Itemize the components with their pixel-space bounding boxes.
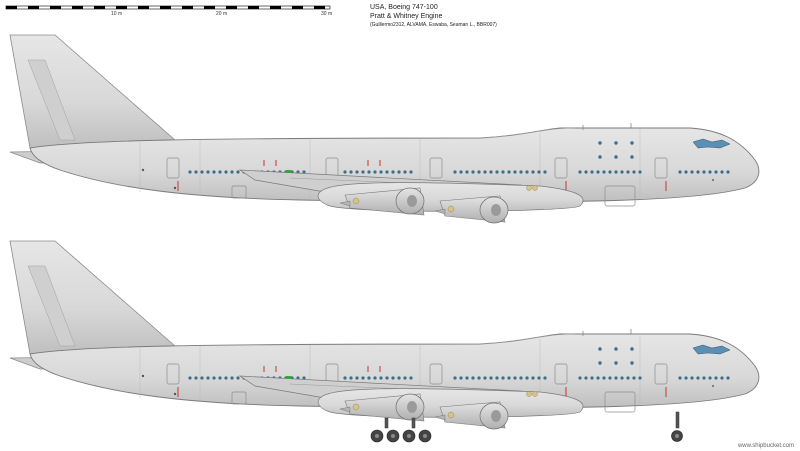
site-credit: www.shipbucket.com (737, 443, 794, 449)
scale-bar: 10 m 20 m 30 m (5, 5, 332, 17)
drawing-subtitle: Pratt & Whitney Engine (370, 12, 443, 20)
aircraft-side-view-gear-up (9, 34, 760, 224)
scale-label-30m: 30 m (321, 11, 332, 17)
drawing-title: USA, Boeing 747-100 (370, 4, 438, 11)
scale-label-20m: 20 m (216, 11, 227, 17)
scale-label-10m: 10 m (111, 11, 122, 17)
drawing-info: USA, Boeing 747-100 Pratt & Whitney Engi… (370, 4, 497, 28)
aircraft-side-view-gear-down (9, 240, 760, 443)
drawing-authors: (Guillermo2312, ALVAMA, Eswaba, Seaman L… (370, 21, 497, 28)
